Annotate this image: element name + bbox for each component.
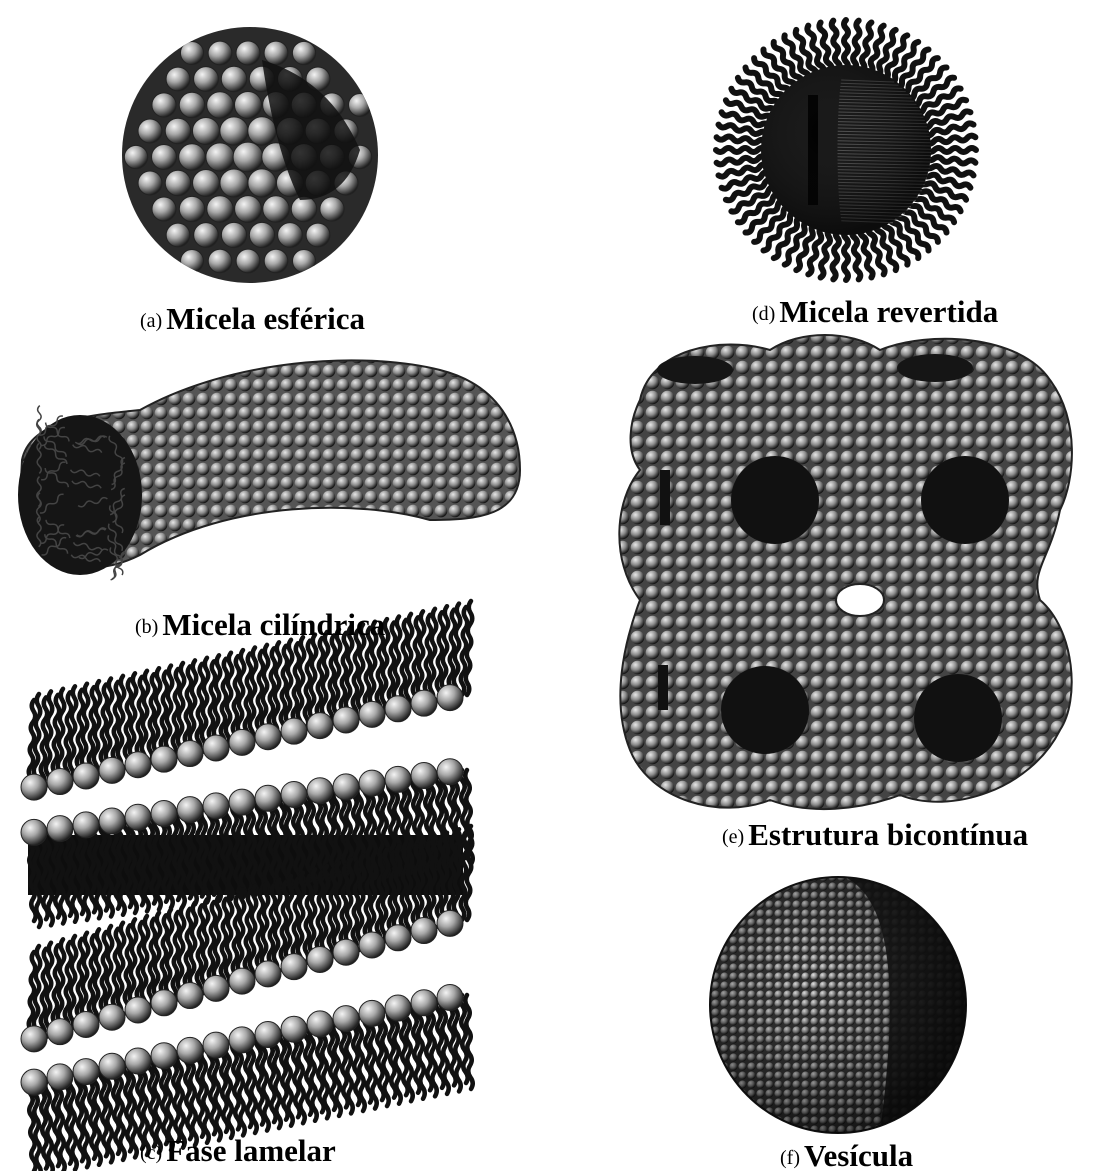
lamellar-phase-graphic (21, 601, 473, 1171)
cylindrical-micelle-graphic (18, 360, 520, 579)
caption-b: (b)Micela cilíndrica (135, 609, 385, 640)
caption-e: (e)Estrutura bicontínua (722, 819, 1028, 850)
caption-a: (a)Micela esférica (140, 303, 365, 334)
caption-letter: (e) (722, 826, 744, 848)
vesicle-graphic (710, 877, 980, 1133)
caption-letter: (b) (135, 616, 158, 638)
caption-name: Vesícula (804, 1138, 913, 1173)
caption-name: Micela cilíndrica (162, 607, 385, 642)
caption-f: (f)Vesícula (780, 1140, 913, 1171)
caption-name: Micela revertida (779, 294, 998, 329)
caption-c: (c)Fase lamelar (140, 1135, 336, 1166)
reverse-micelle-graphic (716, 20, 976, 280)
caption-letter: (d) (752, 303, 775, 325)
caption-name: Fase lamelar (166, 1133, 336, 1168)
caption-letter: (c) (140, 1142, 162, 1164)
caption-d: (d)Micela revertida (752, 296, 998, 327)
spherical-micelle-graphic (110, 15, 400, 295)
caption-letter: (a) (140, 310, 162, 332)
bicontinuous-structure-graphic (619, 335, 1072, 809)
caption-name: Micela esférica (166, 301, 365, 336)
caption-name: Estrutura bicontínua (748, 817, 1028, 852)
caption-letter: (f) (780, 1147, 800, 1169)
